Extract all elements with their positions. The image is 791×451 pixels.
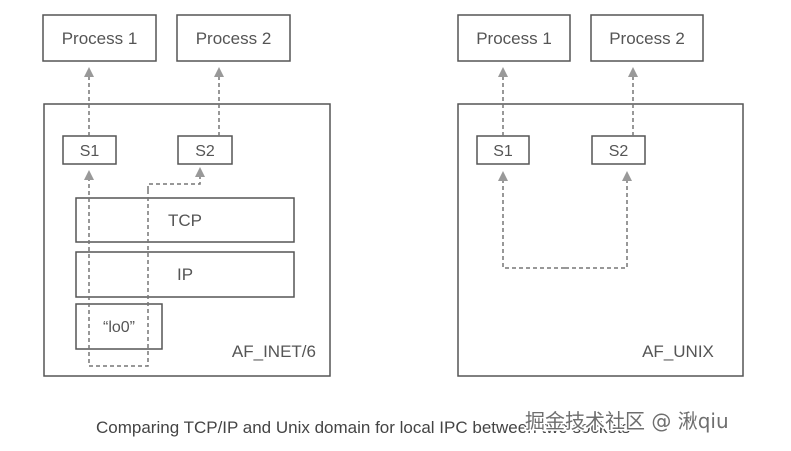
left-socket1-label: S1 — [80, 143, 100, 160]
right-socket2-label: S2 — [609, 143, 629, 160]
left-socket2-label: S2 — [195, 143, 215, 160]
ip-layer-box: IP — [75, 251, 295, 298]
right-kernel-container — [457, 103, 744, 377]
right-socket2-box: S2 — [591, 135, 646, 165]
unix-path-to-s2-arrow — [565, 171, 632, 269]
loopback-path-to-s1-arrow — [84, 170, 149, 367]
left-panel: Process 1 Process 2 S1 S2 TCP IP “lo0” — [42, 14, 331, 377]
right-process2-box: Process 2 — [590, 14, 704, 62]
loopback-path-to-s2-arrow — [147, 167, 205, 190]
loopback-interface-label: “lo0” — [103, 319, 135, 336]
left-socket1-box: S1 — [62, 135, 117, 165]
left-process1-box: Process 1 — [42, 14, 157, 62]
left-kernel-container — [43, 103, 331, 377]
left-socket2-box: S2 — [177, 135, 233, 165]
right-process1-label: Process 1 — [476, 29, 552, 48]
watermark: 掘金技术社区 @ 湫qiu — [525, 409, 729, 433]
left-process2-label: Process 2 — [196, 29, 272, 48]
ip-layer-label: IP — [177, 265, 193, 284]
right-socket1-label: S1 — [493, 143, 513, 160]
right-domain-label: AF_UNIX — [642, 342, 714, 361]
right-socket1-box: S1 — [476, 135, 530, 165]
left-domain-label: AF_INET/6 — [232, 342, 316, 361]
right-process2-label: Process 2 — [609, 29, 685, 48]
diagram-caption: Comparing TCP/IP and Unix domain for loc… — [96, 418, 630, 437]
left-process2-box: Process 2 — [176, 14, 291, 62]
right-panel: Process 1 Process 2 S1 S2 AF_UNIX — [457, 14, 744, 377]
left-process1-label: Process 1 — [62, 29, 138, 48]
right-process1-box: Process 1 — [457, 14, 571, 62]
tcp-layer-label: TCP — [168, 211, 202, 230]
tcp-layer-box: TCP — [75, 197, 295, 243]
unix-path-to-s1-arrow — [498, 171, 565, 269]
